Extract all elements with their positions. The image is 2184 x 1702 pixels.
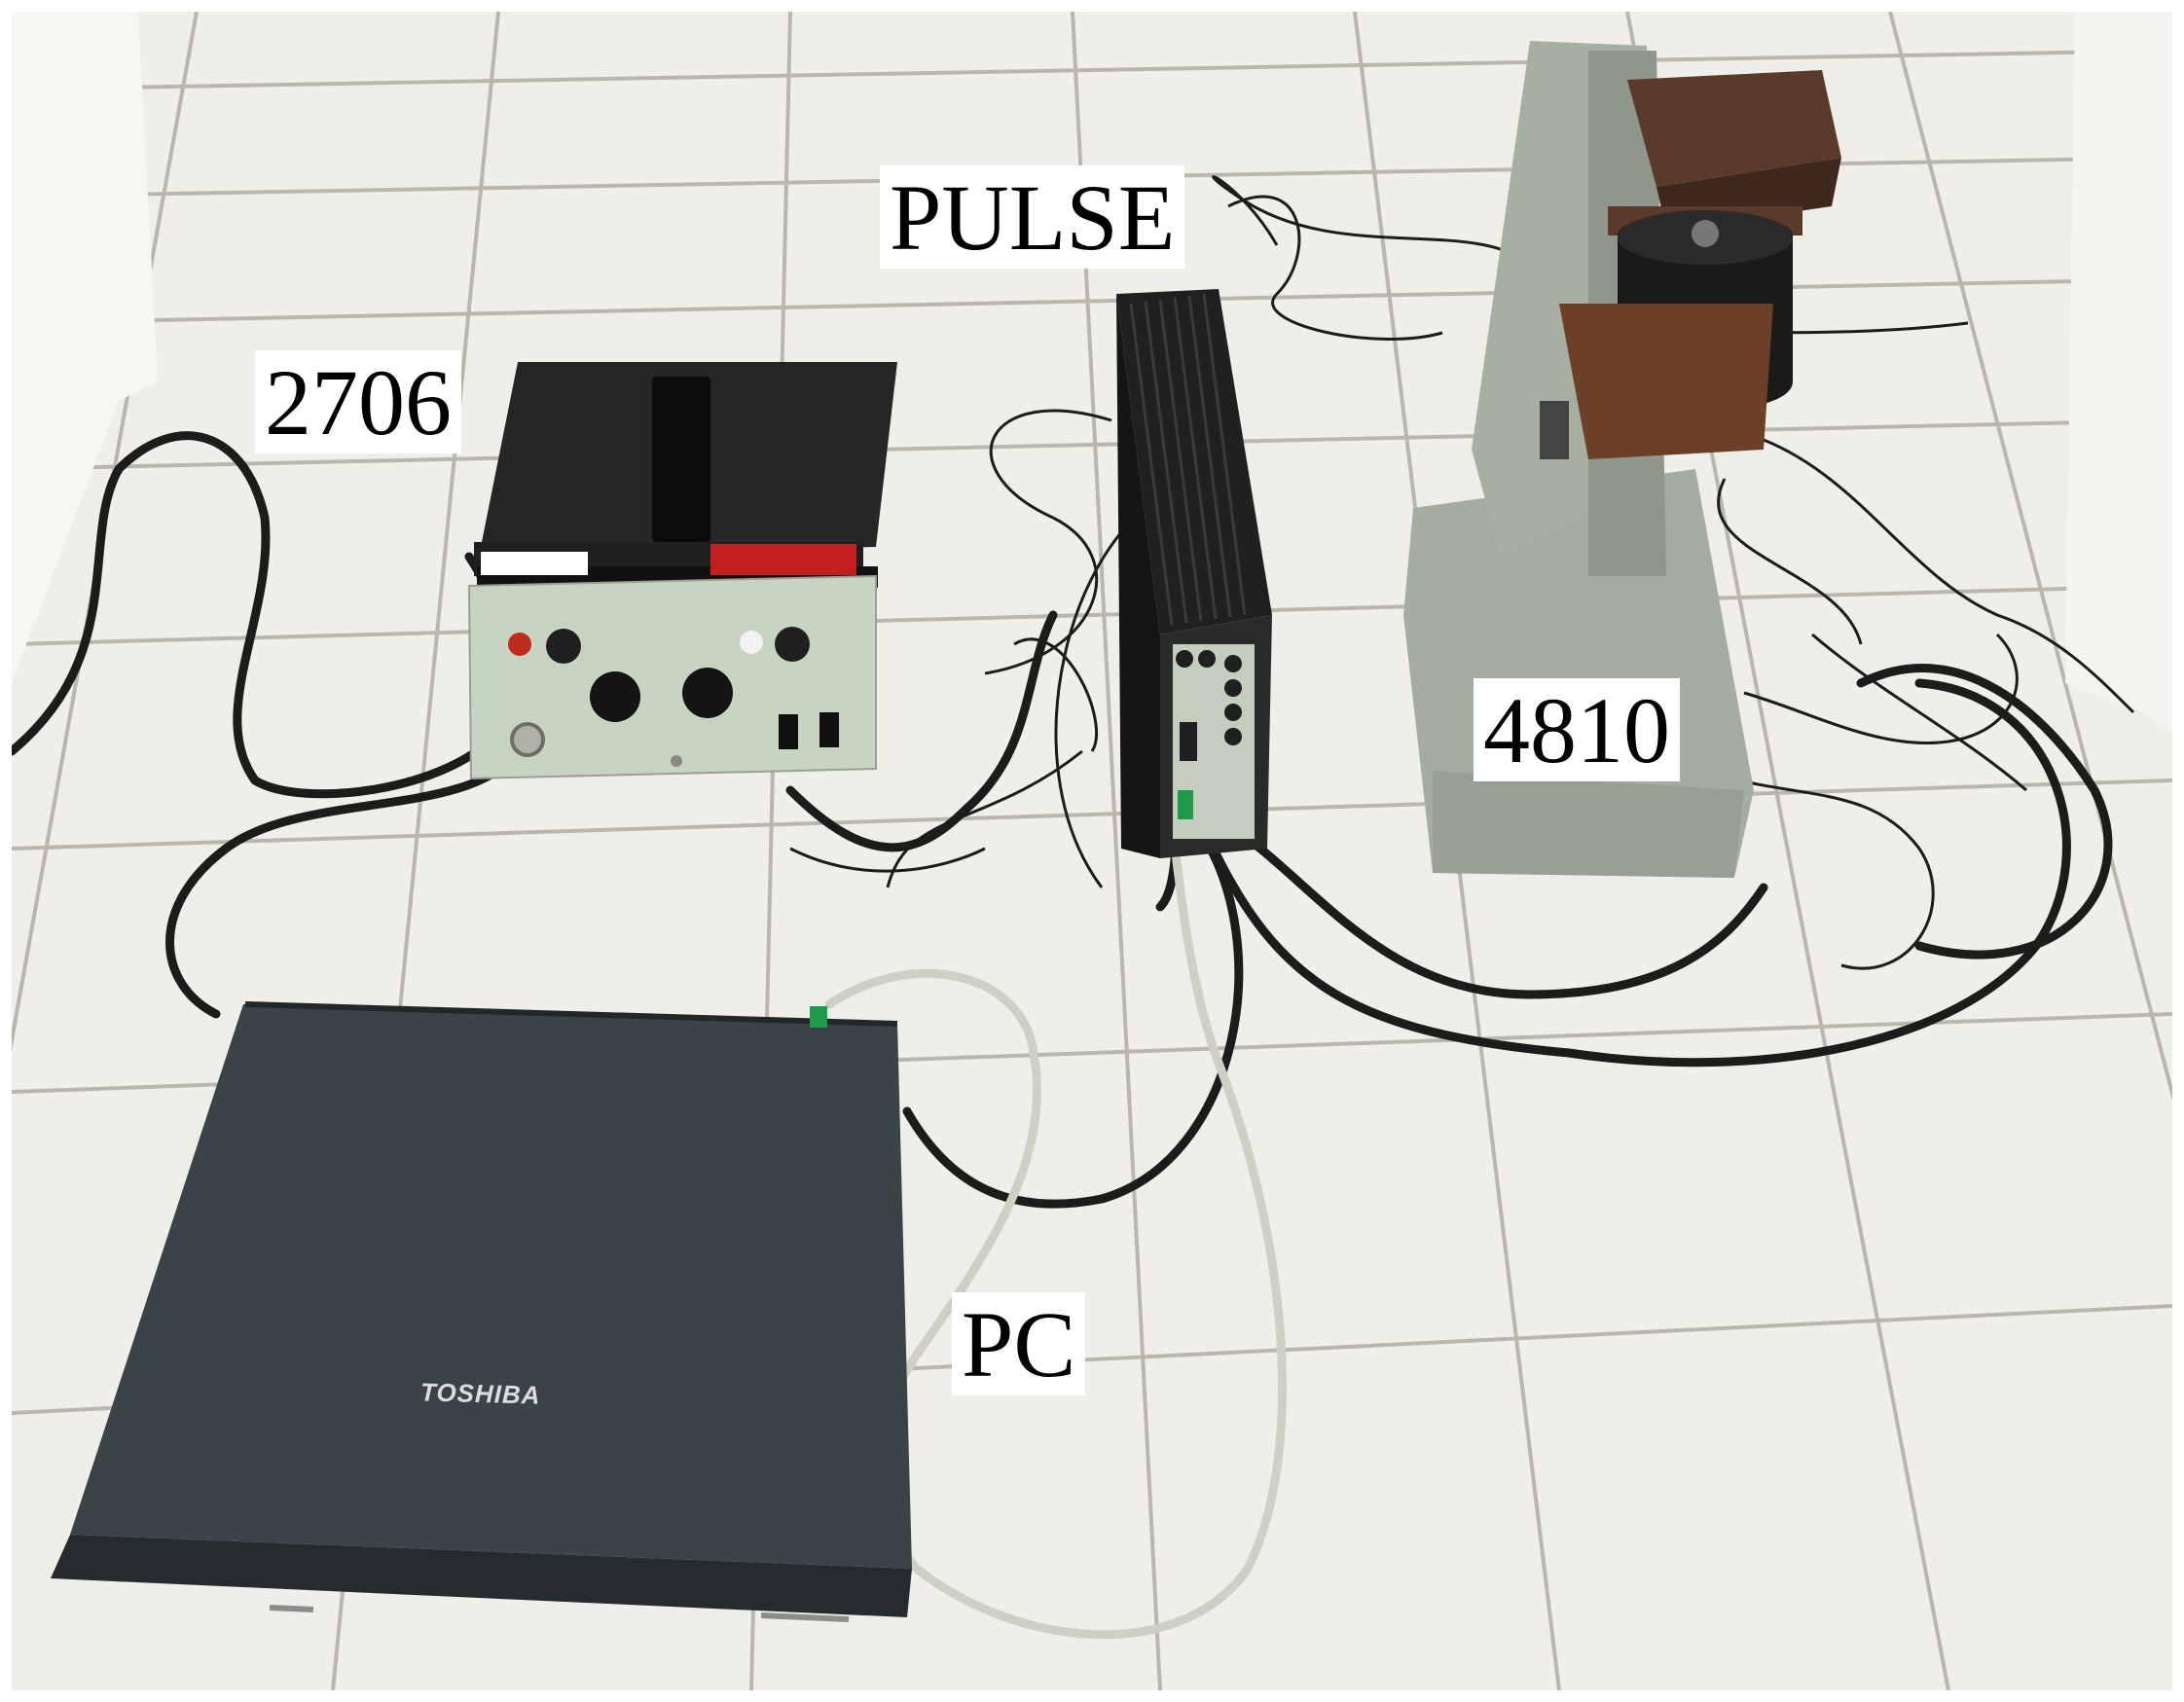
label-4810: 4810 — [1474, 678, 1680, 781]
photo-scene: TOSHIBA 2706 PULSE 4810 PC — [12, 12, 2172, 1690]
label-pulse: PULSE — [880, 165, 1185, 269]
left-wall — [12, 12, 158, 683]
laptop-computer — [51, 1001, 912, 1622]
power-amplifier-2706 — [467, 362, 897, 780]
laptop-brand-logo: TOSHIBA — [419, 1377, 541, 1410]
right-wall — [2065, 12, 2172, 732]
scene-drawing — [12, 12, 2172, 1690]
label-pc: PC — [952, 1292, 1086, 1395]
grey-cable — [824, 795, 1288, 1640]
label-2706: 2706 — [255, 350, 461, 453]
pulse-analyzer — [1116, 289, 1272, 858]
